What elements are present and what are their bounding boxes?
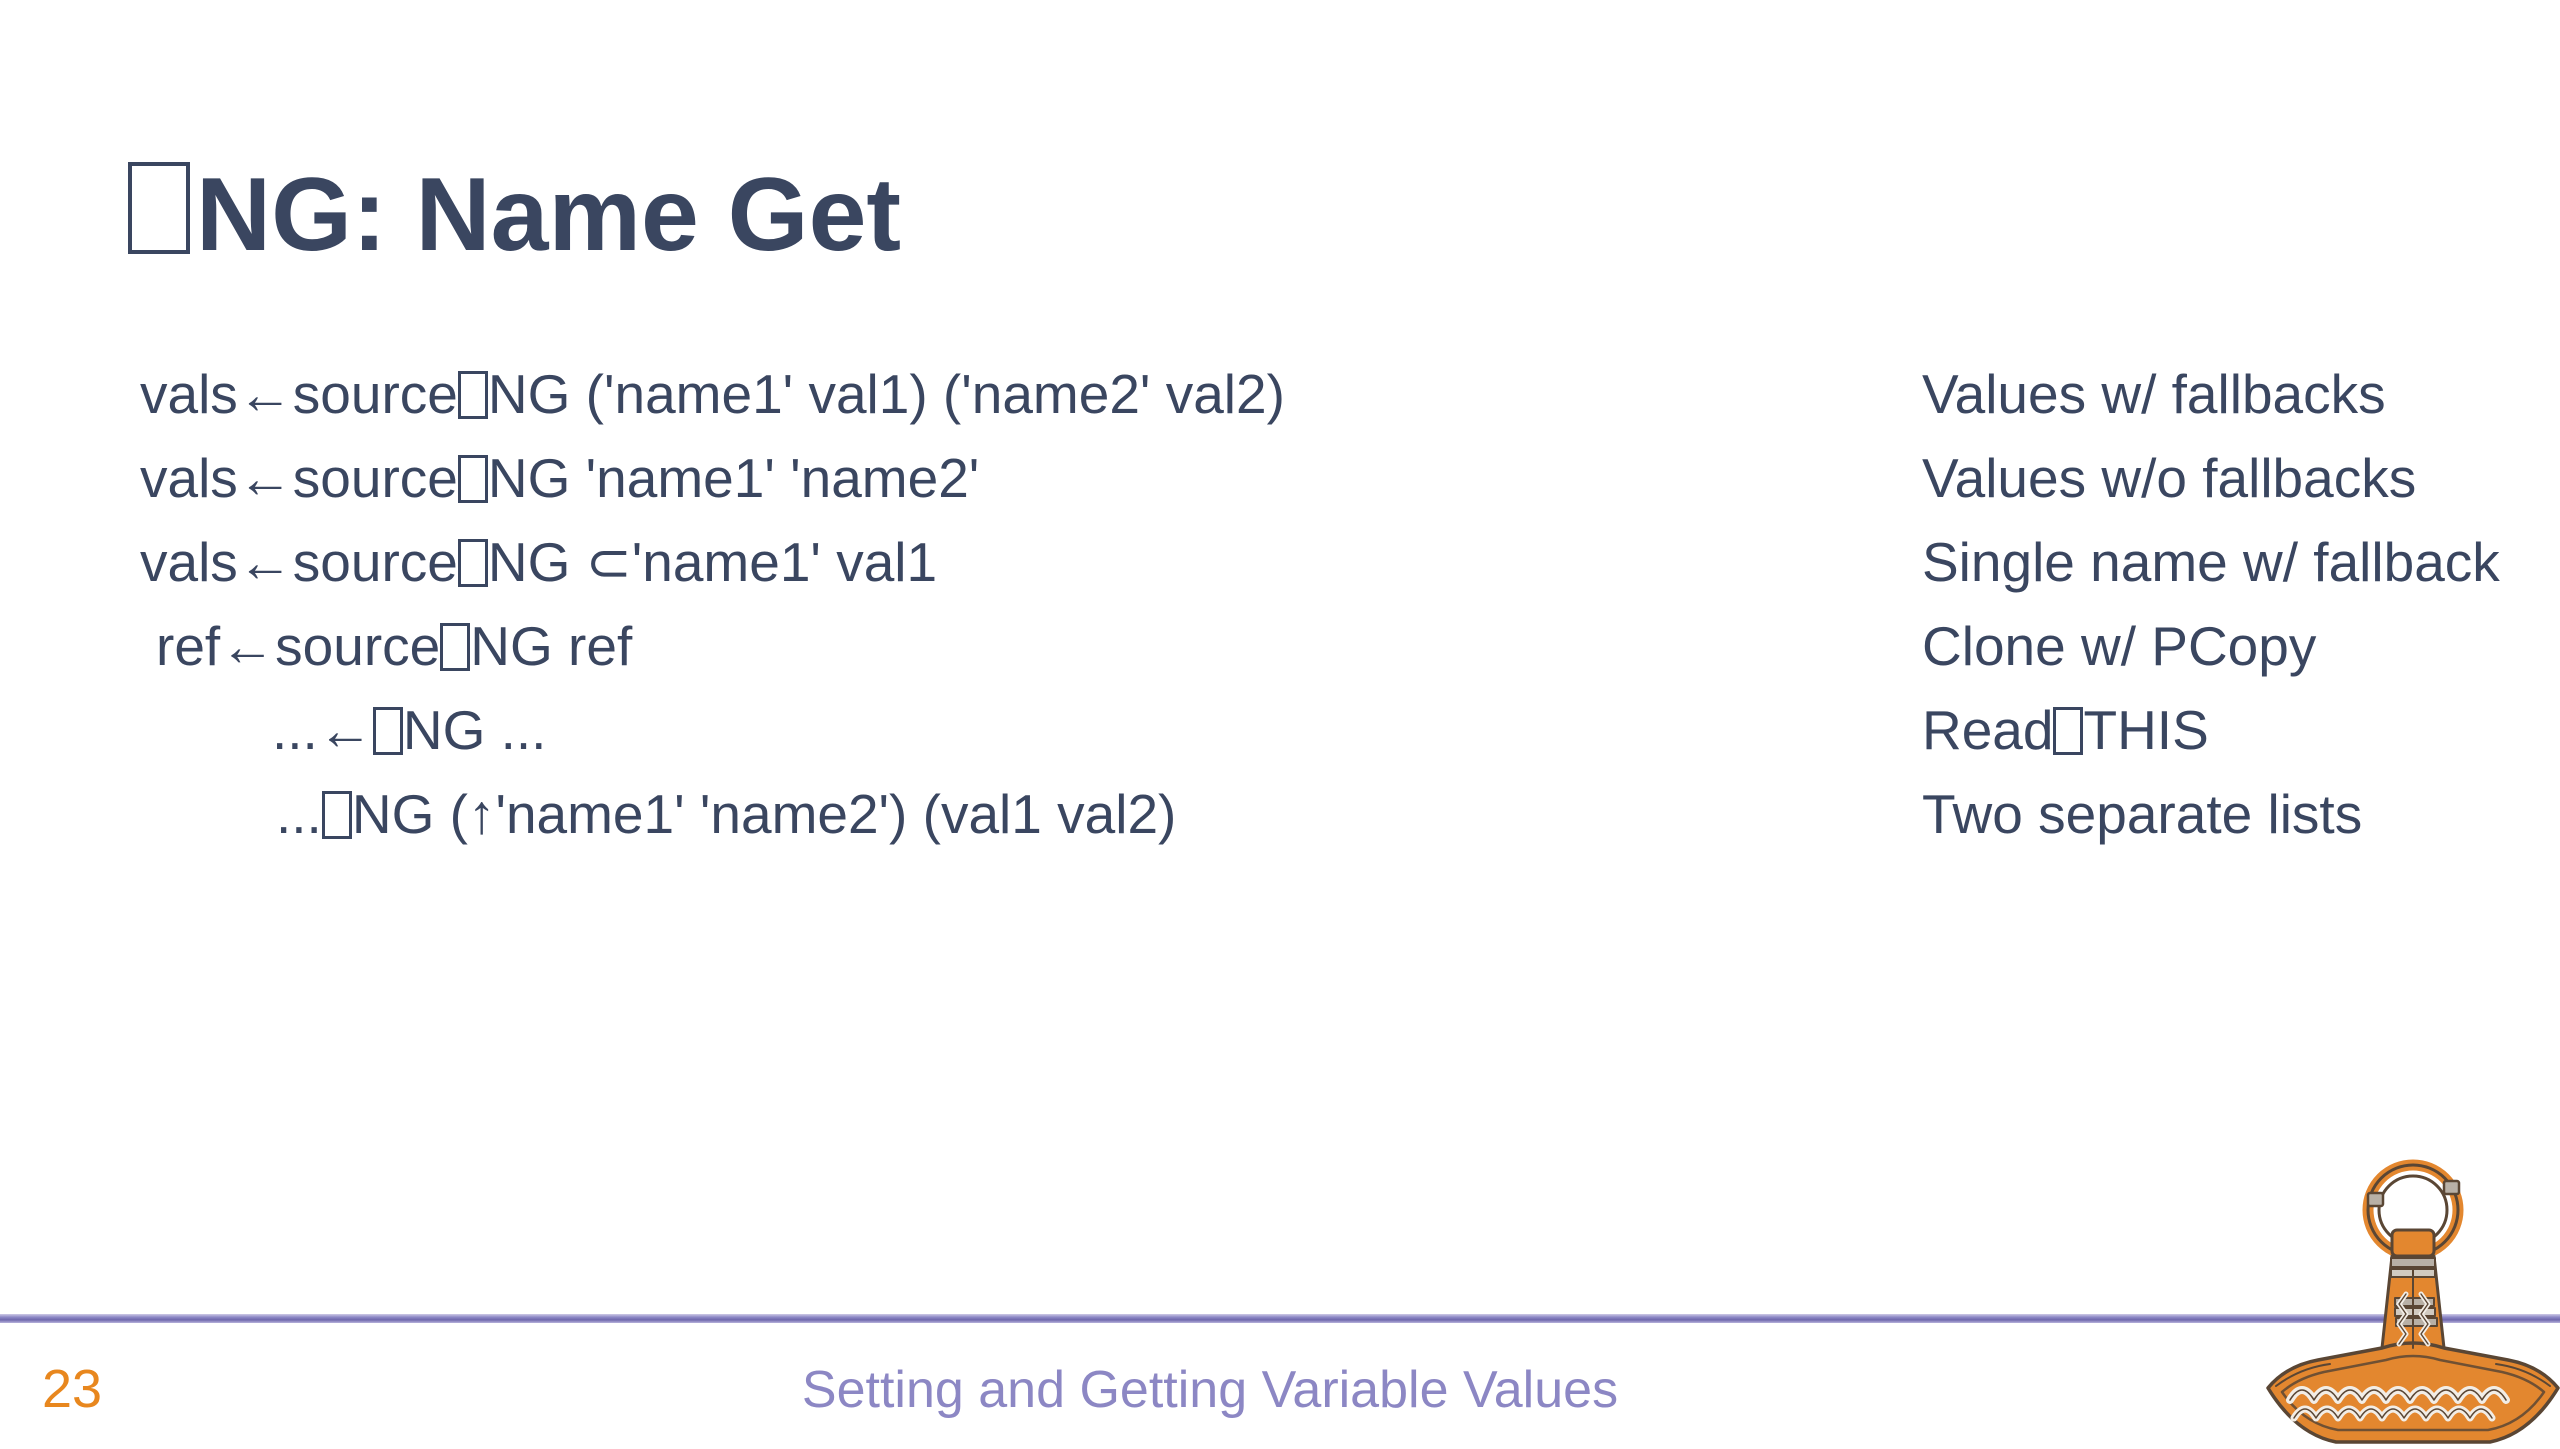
code-prefix: ... (276, 783, 322, 845)
list-item: vals←source NG ⊂'name1' val1 Single name… (0, 520, 2560, 604)
missing-glyph-box-icon (128, 161, 190, 254)
list-item: ...← NG ... Read THIS (0, 688, 2560, 772)
code-prefix: ref←source (156, 615, 441, 677)
list-item: ... NG (↑'name1' 'name2') (val1 val2) Tw… (0, 772, 2560, 856)
missing-glyph-box-icon (457, 455, 488, 503)
missing-glyph-box-icon (457, 371, 488, 419)
row-description-text: Values w/o fallbacks (1922, 447, 2417, 509)
row-description: Values w/ fallbacks (1922, 352, 2386, 436)
code-expression: vals←source NG ('name1' val1) ('name2' v… (140, 352, 1285, 436)
list-item: ref←source NG ref Clone w/ PCopy (0, 604, 2560, 688)
code-expression: vals←source NG 'name1' 'name2' (140, 436, 979, 520)
list-item: vals←source NG 'name1' 'name2' Values w/… (0, 436, 2560, 520)
footer-divider (0, 1314, 2560, 1323)
page-number: 23 (42, 1359, 103, 1419)
row-description: Read THIS (1922, 688, 2209, 772)
code-expression: ref←source NG ref (156, 604, 632, 688)
row-description: Clone w/ PCopy (1922, 604, 2316, 688)
row-description: Two separate lists (1922, 772, 2362, 856)
code-suffix: NG ref (470, 615, 633, 677)
mjolnir-hammer-logo (2258, 1152, 2560, 1444)
row-description-text: Single name w/ fallback (1922, 531, 2500, 593)
missing-glyph-box-icon (321, 791, 352, 839)
code-description-list: vals←source NG ('name1' val1) ('name2' v… (0, 352, 2560, 856)
row-description: Single name w/ fallback (1922, 520, 2500, 604)
row-description-text: Read (1922, 699, 2054, 761)
code-expression: vals←source NG ⊂'name1' val1 (140, 520, 937, 604)
missing-glyph-box-icon (372, 707, 403, 755)
code-suffix: NG (↑'name1' 'name2') (val1 val2) (351, 783, 1177, 845)
missing-glyph-box-icon (457, 539, 488, 587)
code-suffix: NG ⊂'name1' val1 (487, 531, 938, 593)
row-description-text: Clone w/ PCopy (1922, 615, 2317, 677)
page-title-text: NG: Name Get (196, 156, 902, 273)
code-expression: ...← NG ... (272, 688, 546, 772)
row-description-suffix: THIS (2083, 699, 2209, 761)
code-prefix: vals←source (140, 363, 458, 425)
code-expression: ... NG (↑'name1' 'name2') (val1 val2) (276, 772, 1176, 856)
footer-caption: Setting and Getting Variable Values (801, 1361, 1619, 1419)
row-description: Values w/o fallbacks (1922, 436, 2416, 520)
code-suffix: NG 'name1' 'name2' (487, 447, 980, 509)
code-prefix: vals←source (140, 447, 458, 509)
row-description-text: Two separate lists (1922, 783, 2363, 845)
page-title: NG: Name Get (128, 158, 901, 267)
code-suffix: NG ('name1' val1) ('name2' val2) (487, 363, 1285, 425)
code-suffix: NG ... (402, 699, 547, 761)
code-prefix: vals←source (140, 531, 458, 593)
missing-glyph-box-icon (2053, 707, 2084, 755)
list-item: vals←source NG ('name1' val1) ('name2' v… (0, 352, 2560, 436)
code-prefix: ...← (272, 699, 373, 761)
row-description-text: Values w/ fallbacks (1922, 363, 2386, 425)
missing-glyph-box-icon (440, 623, 471, 671)
